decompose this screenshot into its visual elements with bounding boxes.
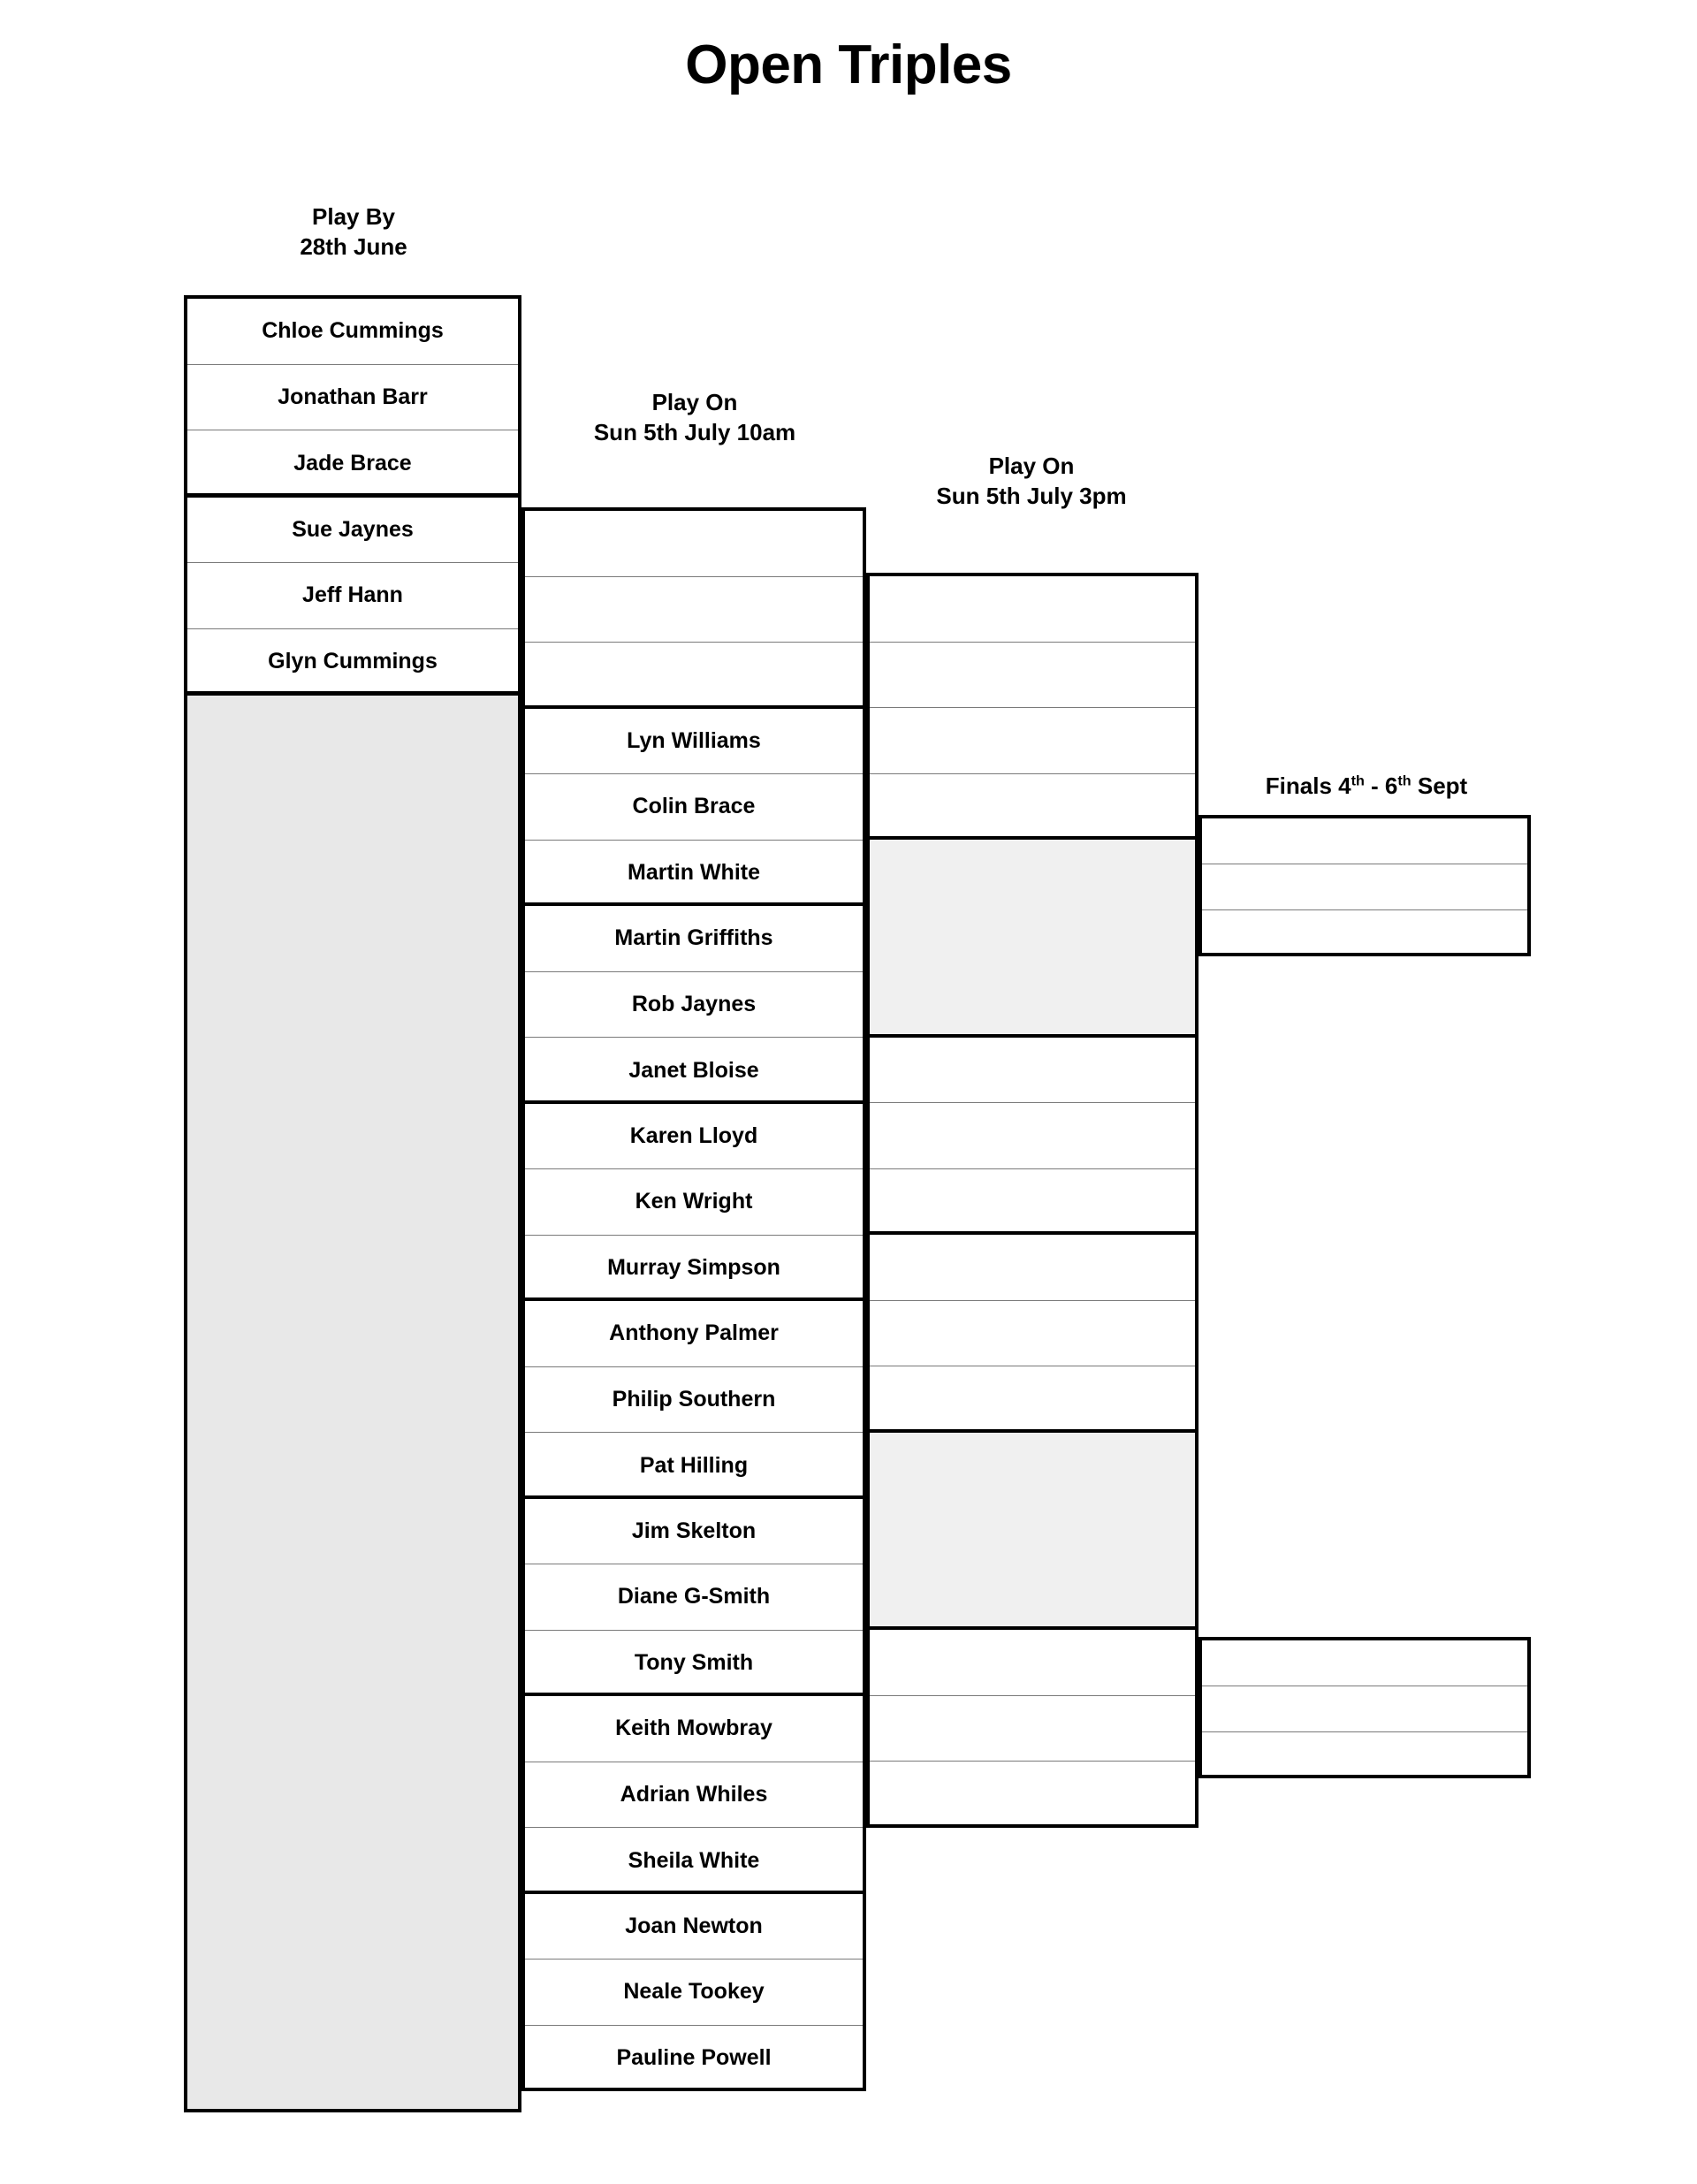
round2-slot-1[interactable] (525, 511, 863, 577)
round2-slot-12[interactable]: Murray Simpson (607, 1255, 780, 1281)
round1-header-line1: Play By (312, 203, 395, 230)
round2-slot-20[interactable]: Adrian Whiles (525, 1762, 863, 1828)
round3-slot[interactable] (870, 1038, 1195, 1103)
round3-slot[interactable] (870, 1696, 1195, 1762)
round2-header-line2: Sun 5th July 10am (593, 419, 796, 446)
round3-slot[interactable] (870, 1762, 1195, 1828)
round3-group-2 (866, 836, 1199, 1038)
round2-slot-11[interactable]: Ken Wright (525, 1169, 863, 1236)
round1-header-line2: 28th June (300, 233, 407, 261)
round3-slot[interactable] (870, 708, 1195, 774)
round3-shaded-block (870, 1433, 1195, 1631)
round2-header: Play On Sun 5th July 10am (523, 387, 866, 448)
round3-group-4[interactable] (866, 1231, 1199, 1433)
finals-group-1[interactable] (1199, 815, 1531, 956)
round2-slot-19[interactable]: Keith Mowbray (525, 1696, 863, 1762)
round2-slot-22[interactable]: Joan Newton (525, 1894, 863, 1960)
finals-slot-2-3[interactable] (1202, 1732, 1527, 1778)
finals-header-sup2: th (1397, 772, 1412, 789)
finals-slot-2-2[interactable] (1202, 1686, 1527, 1732)
round1-header: Play By 28th June (186, 202, 521, 263)
finals-header: Finals 4th - 6th Sept (1199, 771, 1534, 801)
round3-slot[interactable] (870, 1169, 1195, 1236)
round3-header-line2: Sun 5th July 3pm (936, 483, 1127, 510)
round1-slot-5[interactable]: Jeff Hann (187, 563, 518, 629)
round2-group-1[interactable] (521, 507, 866, 709)
round2-slot-4[interactable]: Lyn Williams (525, 709, 863, 774)
round1-slot-4[interactable]: Sue Jaynes (187, 498, 518, 563)
round2-slot-3[interactable] (525, 643, 863, 709)
round3-group-5 (866, 1428, 1199, 1631)
round2-slot-18[interactable]: Tony Smith (634, 1650, 754, 1676)
round2-slot-24[interactable]: Pauline Powell (616, 2045, 772, 2071)
round2-slot-6[interactable]: Martin White (628, 860, 760, 886)
round3-group-6[interactable] (866, 1626, 1199, 1828)
round2-slot-14[interactable]: Philip Southern (525, 1367, 863, 1433)
finals-header-suffix: Sept (1411, 772, 1468, 799)
round2-slot-23[interactable]: Neale Tookey (525, 1960, 863, 2026)
round1-shaded-filler (184, 692, 521, 2112)
round3-slot[interactable] (870, 1103, 1195, 1169)
round2-slot-7[interactable]: Martin Griffiths (525, 906, 863, 972)
finals-slot-2-1[interactable] (1202, 1640, 1527, 1686)
round3-header-line1: Play On (988, 453, 1075, 479)
round2-slot-13[interactable]: Anthony Palmer (525, 1301, 863, 1367)
round1-slot-1[interactable]: Chloe Cummings (187, 299, 518, 365)
finals-slot-1-2[interactable] (1202, 864, 1527, 910)
round1-slot-3[interactable]: Jade Brace (293, 450, 412, 476)
round2-slot-2[interactable] (525, 577, 863, 643)
round2-slot-5[interactable]: Colin Brace (525, 774, 863, 841)
page-title: Open Triples (685, 34, 1012, 95)
finals-slot-1-3[interactable] (1202, 910, 1527, 956)
round3-slot[interactable] (870, 1301, 1195, 1366)
round3-header: Play On Sun 5th July 3pm (864, 451, 1199, 512)
finals-header-sup1: th (1351, 772, 1365, 789)
finals-group-2[interactable] (1199, 1637, 1531, 1778)
round2-header-line1: Play On (651, 389, 738, 415)
round2-slot-17[interactable]: Diane G-Smith (525, 1564, 863, 1631)
round2-slot-21[interactable]: Sheila White (628, 1847, 760, 1873)
round3-slot[interactable] (870, 1366, 1195, 1433)
round3-slot[interactable] (870, 774, 1195, 841)
finals-header-prefix: Finals 4 (1265, 772, 1351, 799)
finals-header-mid: - 6 (1364, 772, 1398, 799)
round1-slot-6[interactable]: Glyn Cummings (268, 649, 438, 674)
finals-header-text: Finals 4th - 6th Sept (1199, 771, 1534, 801)
round3-group-3[interactable] (866, 1033, 1199, 1236)
round2-slot-9[interactable]: Janet Bloise (628, 1057, 759, 1083)
round2-slot-15[interactable]: Pat Hilling (639, 1452, 749, 1478)
round1-slot-2[interactable]: Jonathan Barr (187, 365, 518, 430)
round3-slot[interactable] (870, 576, 1195, 643)
round3-shaded-block (870, 840, 1195, 1038)
round3-slot[interactable] (870, 643, 1195, 708)
finals-slot-1-1[interactable] (1202, 818, 1527, 864)
round3-slot[interactable] (870, 1235, 1195, 1301)
round2-slot-16[interactable]: Jim Skelton (525, 1499, 863, 1564)
round3-group-1[interactable] (866, 573, 1199, 840)
round2-slot-10[interactable]: Karen Lloyd (525, 1104, 863, 1169)
round3-slot[interactable] (870, 1630, 1195, 1696)
round2-slot-8[interactable]: Rob Jaynes (525, 972, 863, 1038)
